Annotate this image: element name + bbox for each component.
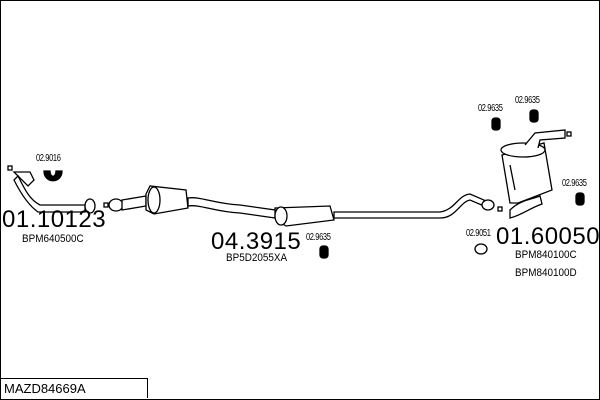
rear-silencer-drawing <box>500 129 572 219</box>
part-number: 04.3915 <box>211 228 302 255</box>
gasket-02-9051-drawing <box>474 243 488 255</box>
clamp-02-9016-drawing <box>43 170 63 182</box>
reference-box: MAZD84669A <box>0 378 148 398</box>
rubber-mounts-drawing <box>319 109 585 259</box>
fitting-label: 02.9016 <box>36 153 61 164</box>
part-number: 01.10123 <box>2 206 107 233</box>
fitting-label: 02.9635 <box>562 178 587 189</box>
center-pipe-drawing <box>103 185 503 227</box>
oem-number: BPM840100D <box>515 267 577 279</box>
oem-number: BP5D2055XA <box>226 252 288 264</box>
part-number: 01.60050 <box>496 223 600 250</box>
oem-number: BPM840100C <box>515 249 577 261</box>
oem-number: BPM640500C <box>22 233 84 245</box>
fitting-label: 02.9635 <box>515 95 540 106</box>
fitting-label: 02.9635 <box>478 103 503 114</box>
front-pipe-drawing <box>7 165 96 214</box>
fitting-label: 02.9635 <box>306 232 331 243</box>
fitting-label: 02.9051 <box>466 228 491 239</box>
